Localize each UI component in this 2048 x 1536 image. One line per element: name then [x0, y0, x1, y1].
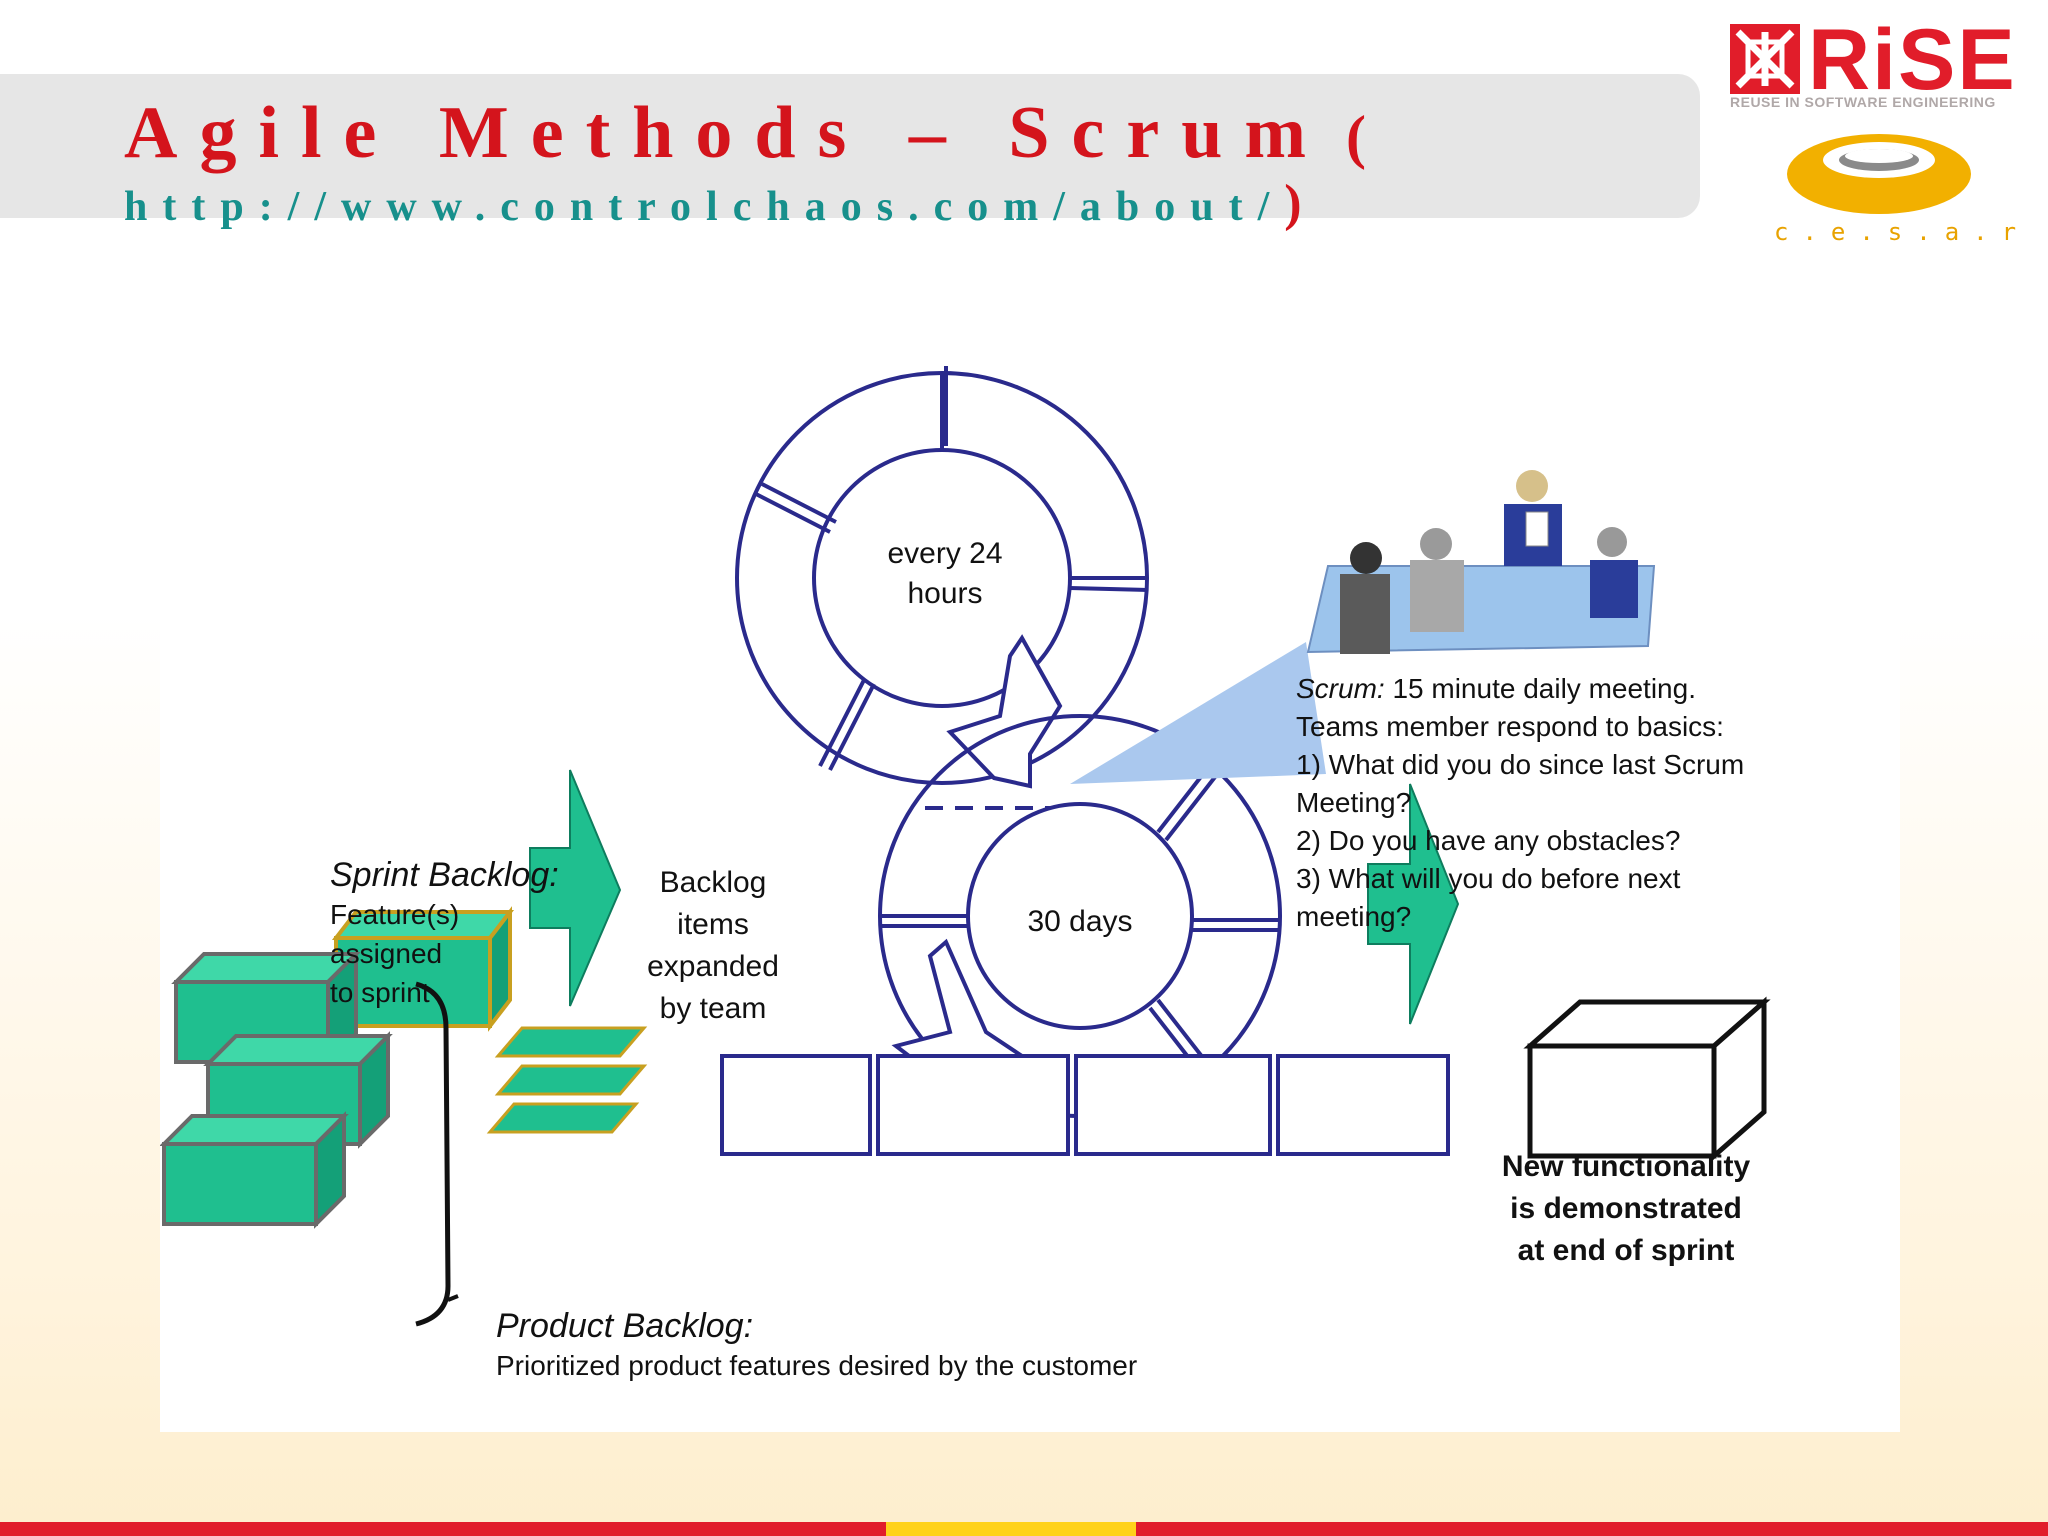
backlog-items-stack: [486, 1026, 648, 1134]
daily-cycle-label: every 24 hours: [887, 537, 1003, 610]
person-head: [1420, 528, 1452, 560]
person-head: [1516, 470, 1548, 502]
sprint-arrow-icon: [529, 769, 622, 1007]
new-functionality-label: New functionality is demonstrated at end…: [1501, 1150, 1751, 1267]
person-head: [1597, 527, 1627, 557]
person-body: [1590, 560, 1638, 618]
document-sheet: [1525, 511, 1549, 547]
scrum-meeting-description: Scrum: 15 minute daily meeting. Teams me…: [1296, 673, 1745, 932]
rise-logo: RiSE REUSE IN SOFTWARE ENGINEERING: [1728, 12, 2028, 116]
cesar-wordmark: c.e.s.a.r: [1774, 218, 2031, 246]
daily-ring-divider: [818, 679, 866, 767]
bracket-tick: [447, 1294, 459, 1302]
title-open-paren: (: [1346, 104, 1366, 170]
daily-cycle-ring: [735, 366, 1149, 785]
rise-wordmark: RiSE: [1808, 12, 2017, 108]
sprint-backlog-heading: Sprint Backlog:: [330, 856, 559, 894]
cesar-ring-icon: [1787, 134, 1971, 214]
product-backlog-label: Product Backlog: Prioritized product fea…: [496, 1307, 1138, 1381]
sprint-backlog-block: [331, 906, 515, 1032]
person-body: [1340, 574, 1390, 654]
title-close-paren: ): [1284, 175, 1302, 232]
daily-ring-divider: [761, 482, 837, 524]
person-head: [1350, 542, 1382, 574]
sprint-backlog-label: Sprint Backlog: Feature(s) assigned to s…: [330, 856, 559, 1008]
daily-ring-divider: [755, 492, 831, 534]
daily-cycle-arrow-icon: [946, 634, 1063, 789]
sprint-ring-divider: [1164, 766, 1224, 842]
timeline-box: [720, 1054, 872, 1156]
team-meeting-illustration: [1306, 470, 1656, 654]
title-bar: [0, 74, 1700, 218]
product-backlog-blocks: [160, 949, 393, 1229]
timeline-box: [1276, 1054, 1450, 1156]
scrum-heading: Scrum:: [1296, 673, 1385, 704]
delivery-arrow-icon: [1367, 783, 1460, 1025]
person-body: [1410, 560, 1464, 632]
scrum-callout-wedge: [1070, 642, 1326, 784]
rise-emblem-icon: [1730, 24, 1800, 94]
product-backlog-bracket: [415, 981, 451, 1327]
backlog-items-label: Backlog items expanded by team: [647, 866, 779, 1025]
new-functionality-box: [1523, 996, 1771, 1162]
sprint-timeline-boxes: [720, 1054, 1450, 1156]
rise-tagline: REUSE IN SOFTWARE ENGINEERING: [1730, 94, 1996, 110]
footer-bar-accent: [886, 1522, 1136, 1536]
timeline-box: [1074, 1054, 1272, 1156]
daily-ring-divider: [1069, 586, 1148, 592]
scrum-diagram: every 24 hours 30 days Sprint Backlog: F…: [160, 356, 1900, 1432]
product-backlog-heading: Product Backlog:: [496, 1307, 754, 1345]
timeline-box: [876, 1054, 1070, 1156]
slide-title: Agile Methods – Scrum(: [124, 92, 1366, 174]
scrum-diagram-graphic: [160, 366, 1771, 1327]
daily-ring-divider: [828, 683, 876, 771]
title-url[interactable]: http://www.controlchaos.com/about/): [124, 175, 1302, 232]
cesar-logo: c.e.s.a.r: [1774, 130, 2031, 250]
sprint-cycle-label: 30 days: [1027, 905, 1133, 938]
